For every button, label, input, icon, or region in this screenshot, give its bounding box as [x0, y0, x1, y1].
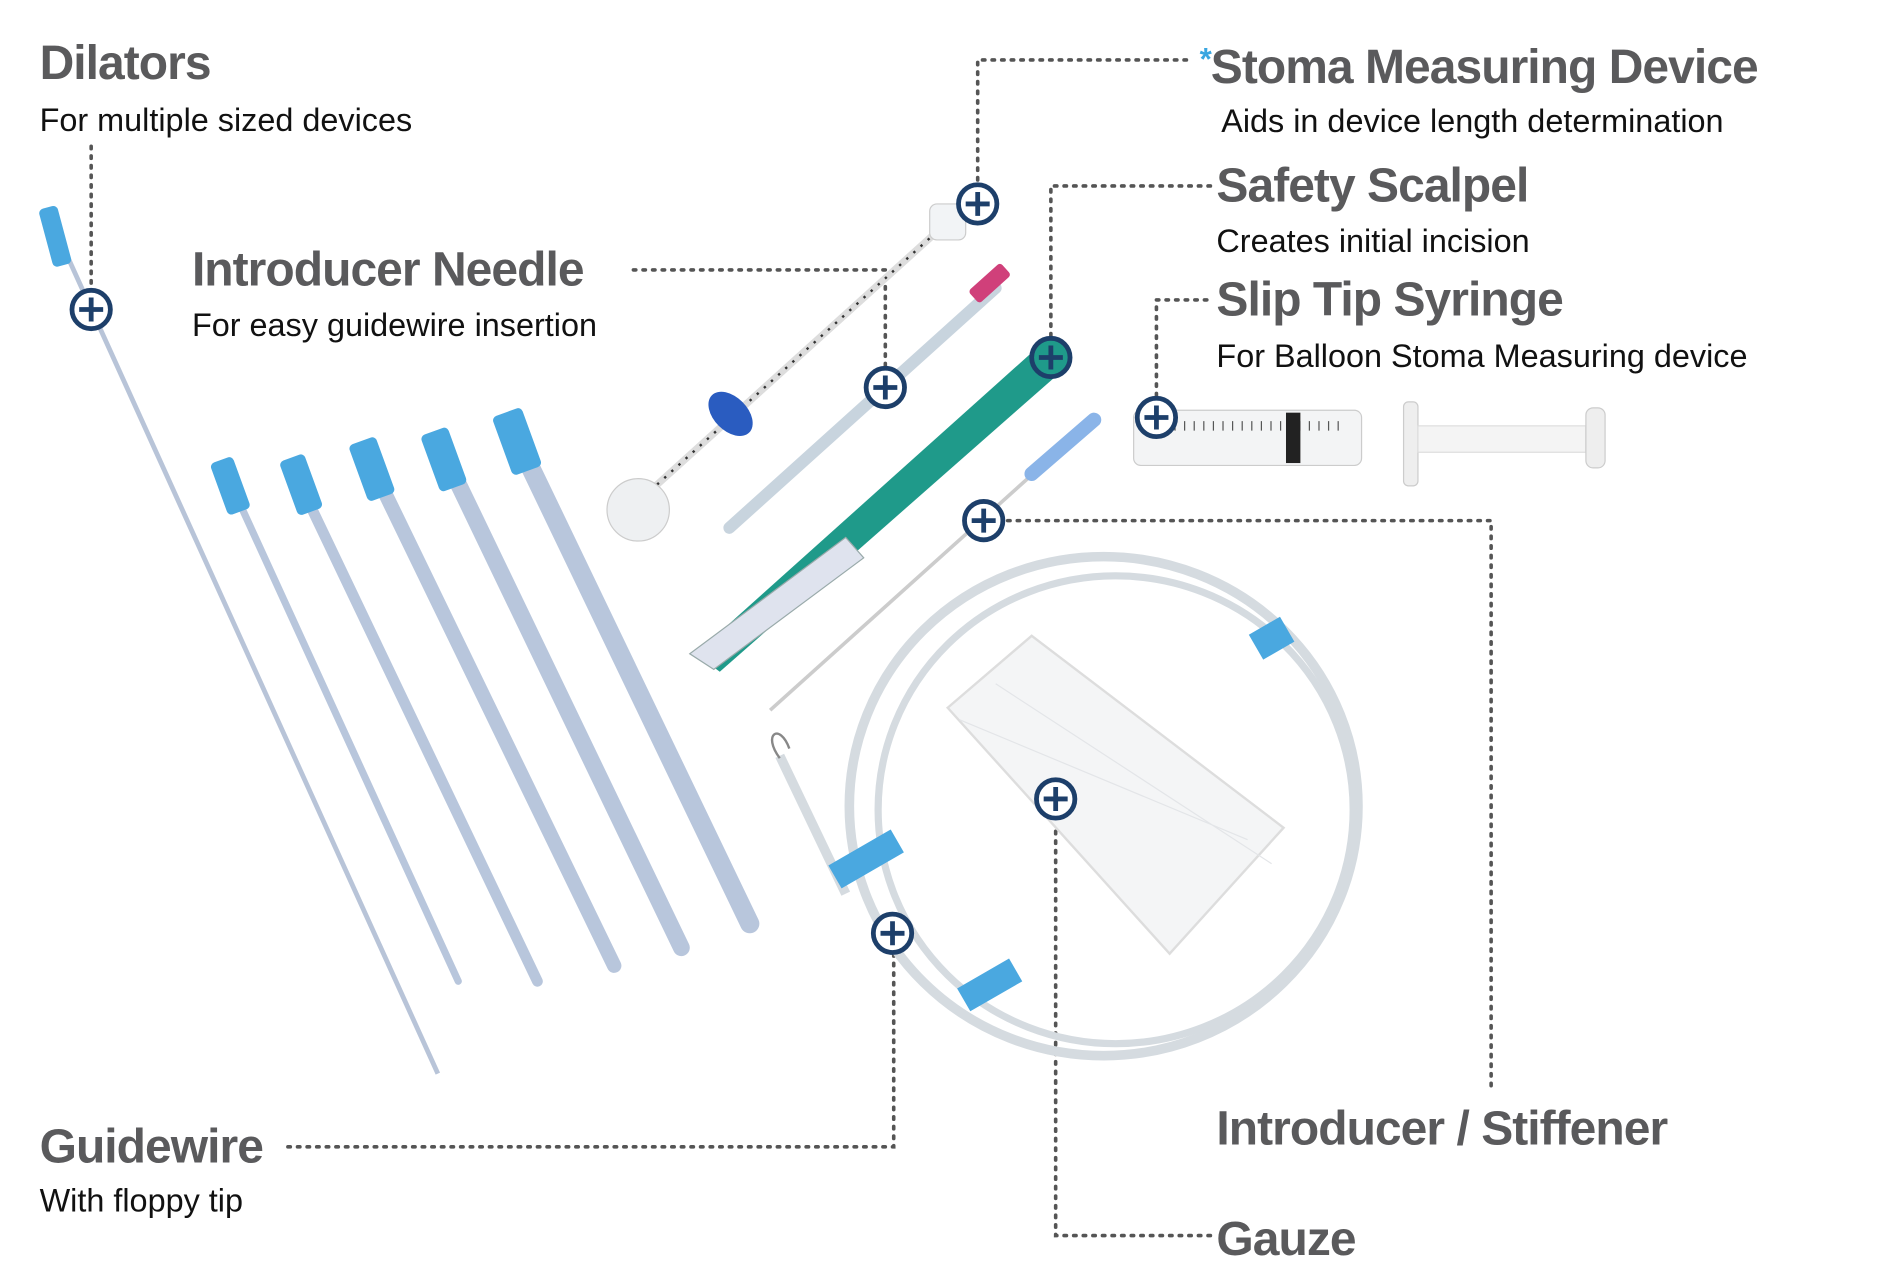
marker-gauze[interactable]	[1034, 777, 1078, 821]
markers	[69, 182, 1179, 955]
introducer-needle	[723, 263, 1010, 534]
syringe-subtitle: For Balloon Stoma Measuring device	[1216, 338, 1748, 375]
leader-introducer-needle	[631, 268, 888, 368]
coil-clips	[828, 616, 1295, 1012]
stoma-subtitle: Aids in device length determination	[1221, 103, 1724, 140]
marker-stiffener[interactable]	[962, 499, 1006, 543]
safety-scalpel	[688, 341, 1068, 672]
plus-icon	[873, 375, 898, 400]
introducer-needle-title: Introducer Needle	[191, 243, 585, 297]
plus-icon	[971, 508, 996, 533]
plus-icon	[1144, 405, 1169, 430]
leader-scalpel	[1049, 184, 1214, 338]
gauze	[945, 634, 1286, 956]
guidewire-subtitle: With floppy tip	[39, 1182, 244, 1219]
gauze-title: Gauze	[1216, 1212, 1356, 1266]
dilators-group	[39, 205, 760, 1075]
scalpel-subtitle: Creates initial incision	[1216, 223, 1530, 260]
stiffener-rod	[768, 412, 1102, 712]
marker-introducer-needle[interactable]	[863, 365, 907, 410]
syringe-title: Slip Tip Syringe	[1216, 273, 1563, 327]
introducer-needle-subtitle: For easy guidewire insertion	[191, 307, 598, 344]
leader-gauze	[1053, 819, 1214, 1238]
leader-guidewire	[286, 951, 896, 1149]
asterisk: *	[1199, 40, 1212, 77]
syringe	[1133, 401, 1606, 487]
plus-icon	[880, 921, 905, 946]
stoma-measuring-device	[606, 203, 967, 542]
stoma-title: Stoma Measuring Device	[1210, 40, 1759, 94]
plus-icon	[1043, 786, 1068, 811]
marker-stoma[interactable]	[956, 182, 1000, 226]
leader-syringe	[1154, 298, 1214, 398]
plus-icon	[79, 297, 104, 322]
dilators-title: Dilators	[39, 37, 212, 90]
dilators-subtitle: For multiple sized devices	[39, 101, 413, 138]
marker-guidewire[interactable]	[870, 911, 915, 955]
marker-scalpel[interactable]	[1029, 335, 1073, 380]
guidewire-title: Guidewire	[39, 1120, 264, 1174]
marker-dilators[interactable]	[69, 287, 113, 332]
plus-icon	[1038, 345, 1063, 370]
stiffener-title: Introducer / Stiffener	[1216, 1102, 1668, 1156]
leader-stiffener	[1005, 518, 1493, 1094]
scalpel-title: Safety Scalpel	[1216, 159, 1529, 213]
marker-syringe[interactable]	[1134, 395, 1179, 440]
leader-lines	[89, 58, 1493, 1238]
guidewire-coil	[770, 551, 1363, 1061]
leader-stoma	[975, 58, 1196, 182]
plus-icon	[965, 191, 990, 216]
